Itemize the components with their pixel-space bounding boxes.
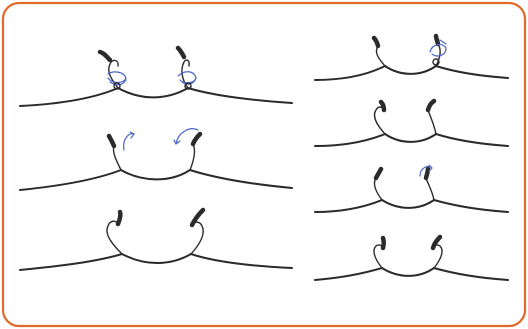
outer-border xyxy=(3,3,525,326)
